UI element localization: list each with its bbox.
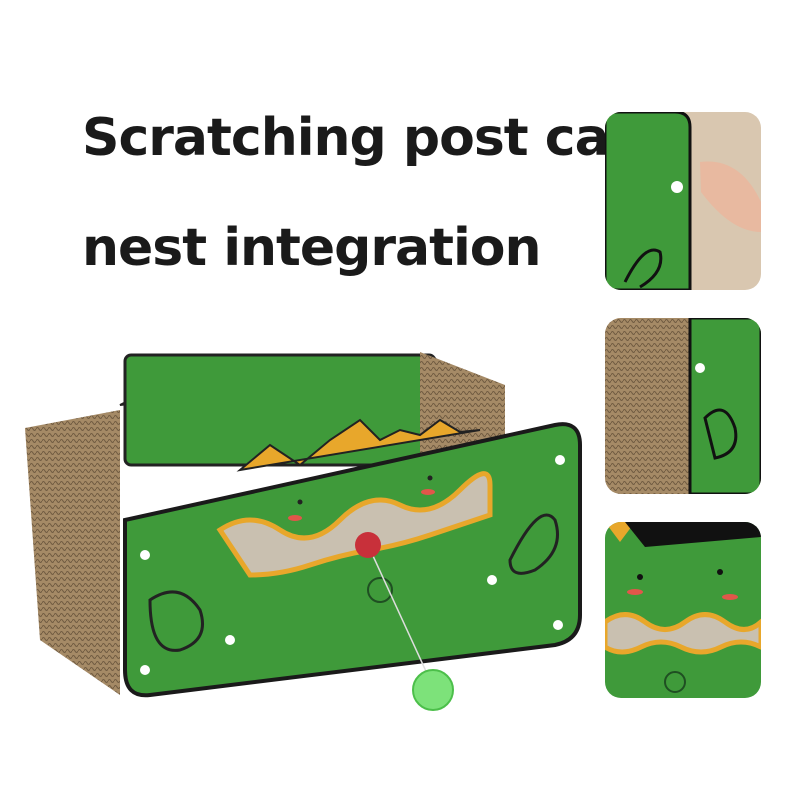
brand-logo [367, 577, 393, 603]
headline-line-2: nest integration [82, 218, 542, 278]
left-cardboard-wall [25, 410, 120, 695]
headline-line-1: Scratching post cat [82, 108, 634, 168]
green-toy-ball[interactable] [412, 669, 454, 711]
thumbnail-clip-detail [605, 112, 761, 290]
thumbnail-cardboard-detail [605, 318, 761, 494]
back-panel [119, 353, 437, 467]
front-spikes [236, 418, 481, 472]
front-panel [123, 422, 582, 698]
red-bell-ball[interactable] [355, 532, 381, 558]
toy-string [367, 544, 431, 681]
thumbnail-face-detail [605, 522, 761, 698]
